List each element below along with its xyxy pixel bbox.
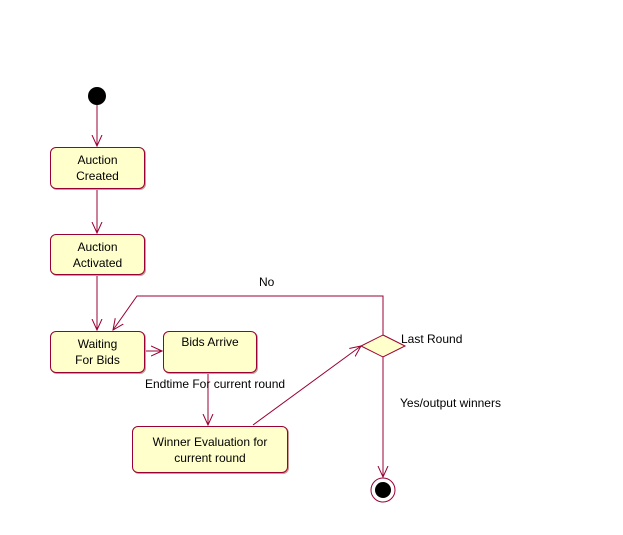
initial-state-node: [88, 87, 106, 105]
decision-node: [359, 334, 407, 358]
state-bids-arrive: Bids Arrive: [163, 331, 257, 373]
state-auction-activated: Auction Activated: [50, 234, 145, 275]
guard-label-no: No: [259, 275, 275, 289]
final-state-core: [375, 482, 391, 498]
transition-label-endtime: Endtime For current round: [145, 377, 286, 391]
transition-evaluation-to-decision: [252, 346, 361, 426]
state-waiting-for-bids: Waiting For Bids: [50, 331, 145, 373]
state-winner-evaluation: Winner Evaluation for current round: [132, 426, 288, 473]
guard-label-yes-output-winners: Yes/output winners: [400, 396, 501, 410]
decision-label-last-round: Last Round: [401, 332, 463, 346]
state-auction-created: Auction Created: [50, 147, 145, 189]
transition-decision-no-to-waiting: [113, 295, 384, 335]
